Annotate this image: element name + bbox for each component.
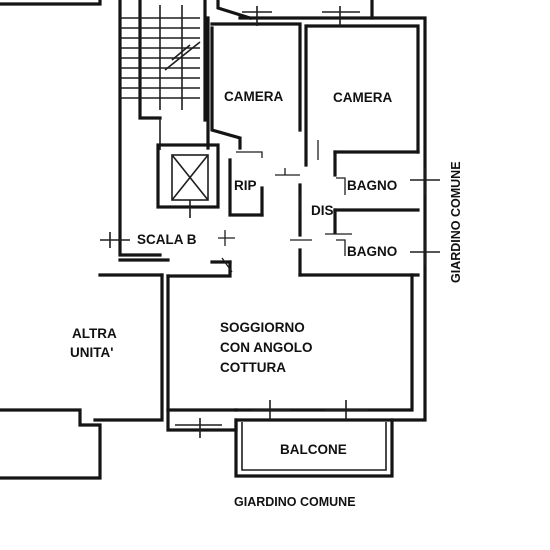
windows xyxy=(100,6,440,438)
neighbour-walls xyxy=(0,0,374,480)
room-scala-b: SCALA B xyxy=(137,232,197,247)
room-soggiorno-line3: COTTURA xyxy=(220,360,286,375)
label-giardino-comune-bottom: GIARDINO COMUNE xyxy=(234,495,356,509)
room-disimpegno: DIS xyxy=(311,203,334,218)
room-soggiorno-line1: SOGGIORNO xyxy=(220,320,305,335)
room-altra-unita-line1: ALTRA xyxy=(72,326,117,341)
room-bagno-bottom: BAGNO xyxy=(347,244,397,259)
balcony xyxy=(234,418,394,478)
label-giardino-comune-side: GIARDINO COMUNE xyxy=(449,161,463,283)
room-altra-unita-line2: UNITA' xyxy=(70,345,113,360)
room-bagno-top: BAGNO xyxy=(347,178,397,193)
stairwell xyxy=(120,0,207,150)
room-soggiorno-line2: CON ANGOLO xyxy=(220,340,313,355)
room-balcone: BALCONE xyxy=(280,442,347,457)
room-camera-right: CAMERA xyxy=(333,90,392,105)
elevator xyxy=(156,143,220,218)
room-ripostiglio: RIP xyxy=(234,178,257,193)
doors xyxy=(218,140,352,273)
room-camera-left: CAMERA xyxy=(224,89,283,104)
